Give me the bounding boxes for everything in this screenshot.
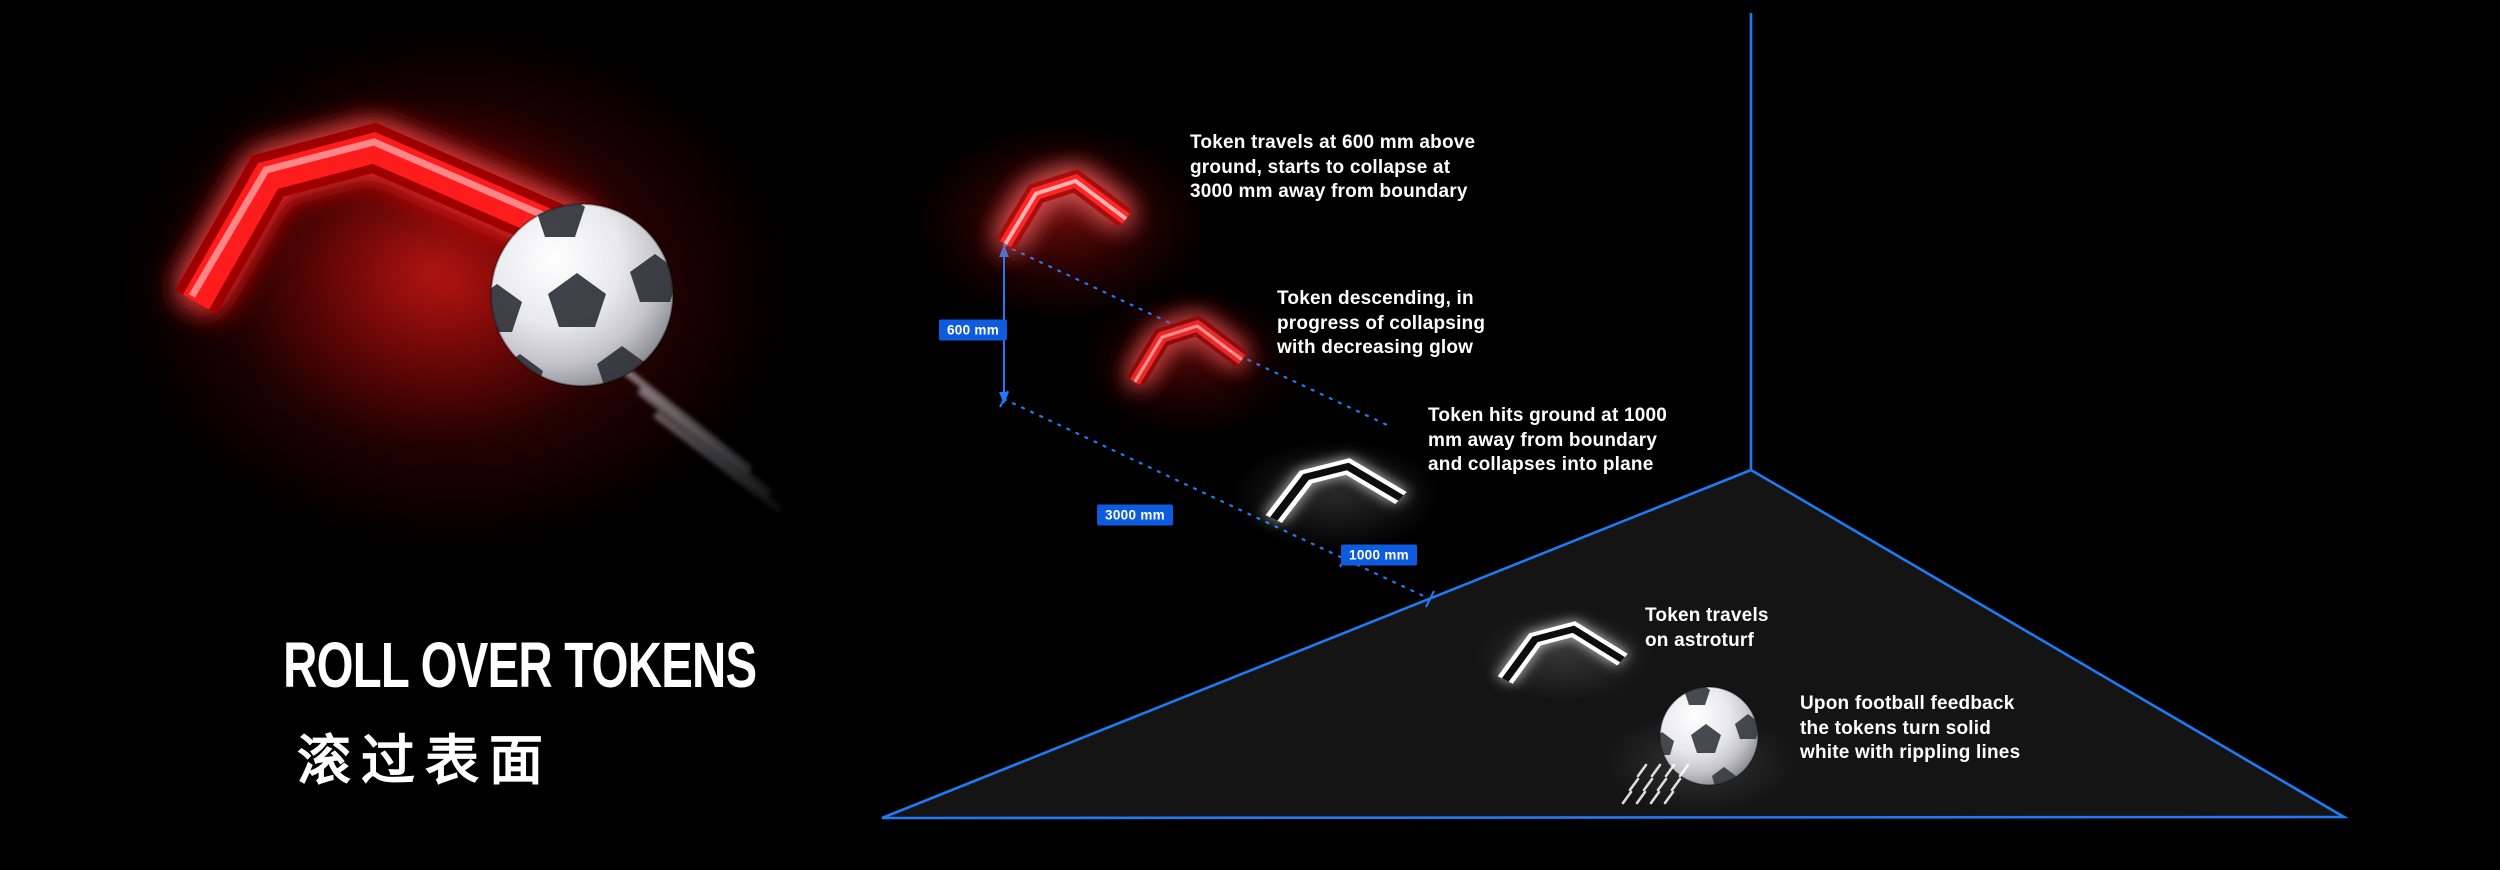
token-red-hero xyxy=(175,122,595,314)
motion-trail-lines xyxy=(618,364,782,512)
annotation-token-travel-height: Token travels at 600 mm above ground, st… xyxy=(1190,132,1476,203)
height-dimension-badge: 600 mm xyxy=(938,319,1008,341)
title-block: ROLL OVER TOKENS 滚过表面 xyxy=(200,628,757,795)
token-red-travelling xyxy=(996,169,1133,250)
page-subtitle-chinese: 滚过表面 xyxy=(297,731,553,791)
dimension-arrow-up xyxy=(999,245,1009,257)
annotation-token-on-astroturf: Token travels on astroturf xyxy=(1645,605,1769,651)
collapse-distance-badge: 3000 mm xyxy=(1097,504,1173,526)
ground-distance-guide-line xyxy=(1002,397,1432,601)
token-white-astroturf xyxy=(1497,621,1628,684)
token-red-descending xyxy=(1126,315,1248,387)
page-title: ROLL OVER TOKENS xyxy=(283,629,757,701)
annotation-football-feedback: Upon football feedback the tokens turn s… xyxy=(1800,693,2021,764)
football-small xyxy=(1659,686,1759,786)
ground-distance-badge: 1000 mm xyxy=(1341,544,1417,566)
annotation-token-descending: Token descending, in progress of collaps… xyxy=(1277,288,1486,359)
annotation-token-hits-ground: Token hits ground at 1000 mm away from b… xyxy=(1428,405,1668,476)
ripple-lines xyxy=(1621,763,1690,805)
token-white-ground xyxy=(1265,458,1407,523)
pitch-boundary-lines xyxy=(881,468,2349,820)
